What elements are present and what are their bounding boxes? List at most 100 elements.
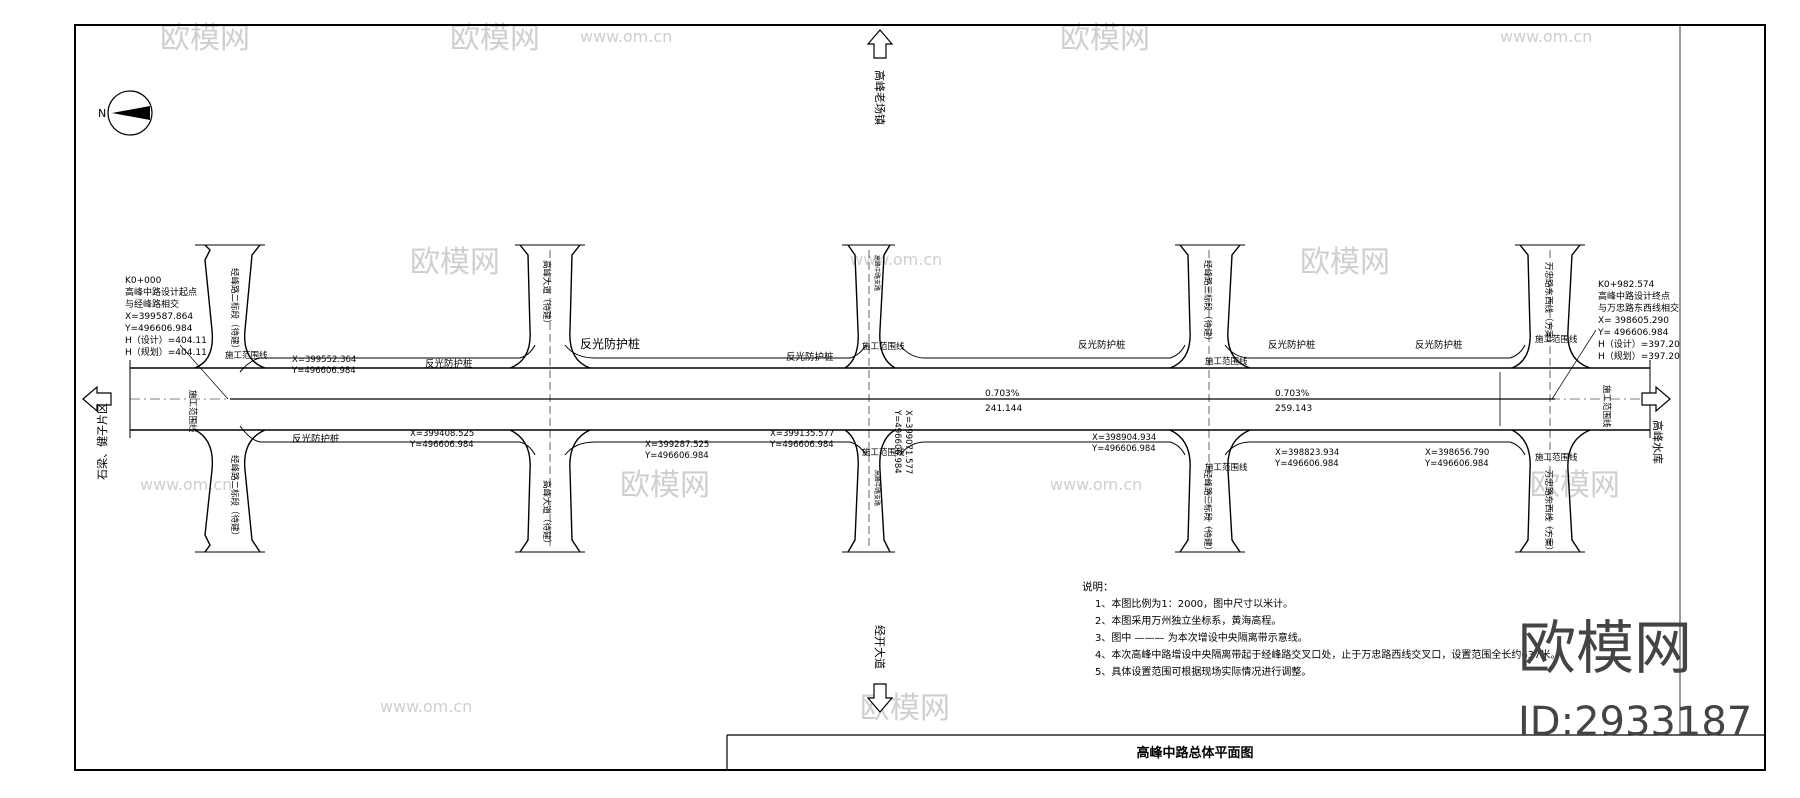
north-arrow-icon: N (98, 90, 153, 136)
note-item: 4、本次高峰中路增设中央隔离带起于经峰路交叉口处，止于万忠路西线交叉口，设置范围… (1095, 648, 1560, 661)
watermark-site: www.om.cn (140, 475, 232, 494)
coord-x: X=398823.934 (1275, 448, 1339, 458)
side-roads (129, 244, 1651, 553)
notes-block: 说明： 1、本图比例为1：2000，图中尺寸以米计。 2、本图采用万州独立坐标系… (1082, 580, 1560, 678)
road-label-sanbiao-north: 经峰路三标段（待建） (1202, 260, 1213, 345)
grade-slope: 0.703% (985, 389, 1020, 399)
end-point-annotation: K0+982.574 高峰中路设计终点 与万忠路东西线相交 X= 398605.… (1551, 280, 1680, 400)
coordinate-annotations: X=399552.364 Y=496606.984 X=399408.525 Y… (291, 355, 1489, 474)
coord-x: X=399552.364 (292, 355, 356, 365)
road-label-sanbiao-south: 经峰路三标段（待建） (1202, 470, 1213, 555)
watermark-brand: 欧模网 (1530, 468, 1620, 503)
grade-length: 241.144 (985, 404, 1022, 414)
watermark-site: www.om.cn (580, 27, 672, 46)
construction-line-label: 施工范围线 (862, 341, 905, 352)
main-road (130, 344, 1650, 456)
end-line: X= 398605.290 (1598, 316, 1669, 326)
watermark-site: www.om.cn (850, 250, 942, 269)
start-line: 与经峰路相交 (125, 298, 179, 310)
note-item: 1、本图比例为1：2000，图中尺寸以米计。 (1095, 597, 1293, 610)
direction-left: 石梁、健子片区 (95, 403, 109, 480)
reflective-post-label: 反光防护桩 (1415, 339, 1463, 351)
direction-arrows (82, 29, 1671, 713)
construction-line-label: 施工范围线 (1535, 452, 1578, 463)
reflective-post-labels: 反光防护桩 反光防护桩 反光防护桩 反光防护桩 反光防护桩 反光防护桩 反光防护… (292, 336, 1463, 445)
start-point-annotation: K0+000 高峰中路设计起点 与经峰路相交 X=399587.864 Y=49… (124, 276, 229, 400)
direction-right: 高峰水库 (1651, 420, 1665, 464)
construction-line-label: 施工范围线 (225, 350, 268, 361)
note-item: 2、本图采用万州独立坐标系，黄海高程。 (1095, 614, 1281, 627)
start-line: Y=496606.984 (124, 324, 193, 334)
reflective-post-label: 反光防护桩 (786, 351, 834, 363)
watermark-brand: 欧模网 (1060, 21, 1150, 56)
arrow-left-icon (82, 385, 112, 413)
coord-x: X=399287.525 (645, 440, 709, 450)
watermark-id: ID:2933187 (1518, 699, 1752, 745)
construction-line-labels: 施工范围线 施工范围线 施工范围线 施工范围线 施工范围线 施工范围线 施工范围… (187, 334, 1612, 473)
start-line: H（设计）=404.11 (125, 334, 207, 346)
start-line: 高峰中路设计起点 (125, 286, 197, 298)
end-line: 与万忠路东西线相交 (1598, 302, 1679, 314)
coord-y: Y=496606.984 (291, 366, 356, 376)
grade-annotations: 0.703% 241.144 0.703% 259.143 (985, 389, 1312, 414)
note-item: 3、图中 ——— 为本次增设中央隔离带示意线。 (1095, 631, 1308, 644)
watermark-logo: 欧模网 (1518, 614, 1692, 682)
watermark-brand: 欧模网 (160, 21, 250, 56)
direction-bottom: 经开大道 (873, 625, 887, 669)
arrow-down-icon (866, 683, 894, 713)
watermark-site: www.om.cn (1050, 475, 1142, 494)
drawing-frame (74, 24, 1766, 771)
coord-x: X=399071.577 (903, 410, 913, 474)
arrow-right-icon (1641, 385, 1671, 413)
coord-x: X=398904.934 (1092, 433, 1156, 443)
start-line: K0+000 (125, 276, 162, 286)
watermark-layer: 欧模网 欧模网 欧模网 欧模网 欧模网 欧模网 欧模网 欧模网 www.om.c… (140, 21, 1620, 726)
grade-length: 259.143 (1275, 404, 1312, 414)
side-road-labels: 经峰路二标段（待建） 经峰路二标段（待建） 高峰大道（待建） 高峰大道（待建） … (229, 255, 1554, 555)
road-label-wanzhong-south: 万忠路东西线（方案） (1543, 470, 1554, 555)
construction-line-label: 施工范围线 (187, 390, 198, 433)
north-label: N (98, 107, 106, 120)
watermark-brand: 欧模网 (620, 468, 710, 503)
end-line: H（规划）=397.20 (1598, 350, 1680, 362)
watermark-brand: 欧模网 (450, 21, 540, 56)
road-label-gaofeng-north: 高峰大道（待建） (541, 260, 552, 328)
watermark-brand: 欧模网 (1300, 245, 1390, 280)
note-item: 5、具体设置范围可根据现场实际情况进行调整。 (1095, 665, 1311, 678)
reflective-post-label: 反光防护桩 (580, 336, 640, 351)
watermark-site: www.om.cn (1500, 27, 1592, 46)
road-label-wanzhong-north: 万忠路东西线（方案） (1543, 262, 1554, 347)
coord-y: Y=496606.984 (892, 409, 902, 474)
coord-y: Y=496606.984 (1424, 459, 1489, 469)
coord-x: X=399408.525 (410, 429, 474, 439)
construction-line-label: 施工范围线 (862, 447, 905, 458)
watermark-site: www.om.cn (380, 697, 472, 716)
coord-y: Y=496606.984 (769, 440, 834, 450)
road-label-jingfeng-south: 经峰路二标段（待建） (229, 455, 240, 540)
grade-slope: 0.703% (1275, 389, 1310, 399)
drawing-title: 高峰中路总体平面图 (1136, 745, 1253, 761)
reflective-post-label: 反光防护桩 (1078, 339, 1126, 351)
direction-top: 高峰老场镇 (873, 70, 887, 125)
end-line: Y= 496606.984 (1597, 328, 1669, 338)
road-label-center-south: 高峰中路支路 (873, 470, 881, 506)
construction-line-label: 施工范围线 (1205, 462, 1248, 473)
road-label-center-north: 高峰中路支路 (873, 255, 881, 291)
construction-line-label: 施工范围线 (1205, 356, 1248, 367)
coord-y: Y=496606.984 (644, 451, 709, 461)
end-line: H（设计）=397.20 (1598, 338, 1680, 350)
notes-heading: 说明： (1082, 580, 1114, 593)
watermark-brand: 欧模网 (410, 245, 500, 280)
coord-y: Y=496606.984 (1091, 444, 1156, 454)
reflective-post-label: 反光防护桩 (1268, 339, 1316, 351)
construction-line-label: 施工范围线 (1535, 334, 1578, 345)
coord-x: X=399135.577 (770, 429, 834, 439)
arrow-up-icon (866, 29, 894, 59)
reflective-post-label: 反光防护桩 (292, 433, 340, 445)
coord-x: X=398656.790 (1425, 448, 1489, 458)
coord-y: Y=496606.984 (1274, 459, 1339, 469)
end-line: K0+982.574 (1598, 280, 1655, 290)
coord-y: Y=496606.984 (409, 440, 474, 450)
start-line: H（规划）=404.11 (125, 346, 207, 358)
